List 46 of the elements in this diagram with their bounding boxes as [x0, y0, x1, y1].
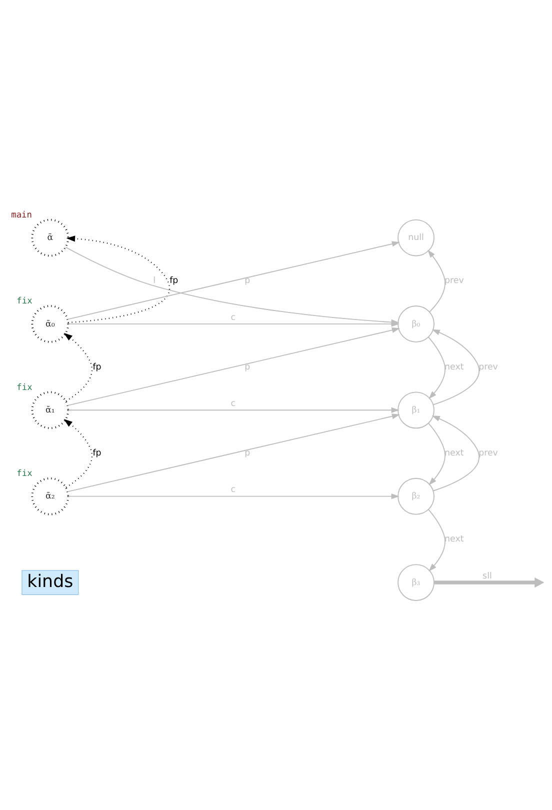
arrow: [66, 235, 170, 323]
edge-label: next: [444, 362, 464, 372]
arrow: [64, 332, 93, 402]
arrow: [428, 336, 446, 399]
arrow: [67, 413, 400, 492]
edge-label: sll: [482, 570, 492, 581]
node-circle: β₀: [398, 305, 434, 342]
edge-label: prev: [478, 448, 498, 458]
arrow: [428, 249, 446, 312]
edge-label: p: [244, 448, 250, 458]
edge-label: fp: [170, 276, 178, 286]
edge-label: p: [244, 362, 250, 372]
node-label: main: [11, 210, 32, 220]
node-box: kinds: [22, 570, 79, 594]
arrow: [64, 418, 93, 488]
node-circle: ᾱ₀: [31, 304, 70, 342]
arrow: [434, 577, 544, 588]
edge-label: l: [153, 276, 156, 286]
node-circle: null: [398, 218, 434, 256]
arrow: [432, 328, 480, 405]
edge-label: c: [230, 484, 236, 495]
edge-label: p: [244, 276, 250, 286]
edge-label: c: [230, 398, 236, 408]
edge-label: prev: [444, 276, 464, 286]
node-circle: ᾱ₂: [31, 476, 70, 515]
node-circle: β₁: [398, 391, 434, 428]
edge-label: fp: [92, 362, 102, 372]
node-label: fix: [16, 382, 32, 392]
edge-label: fp: [92, 448, 102, 458]
edge-label: next: [444, 448, 464, 458]
node-circle: β₃: [398, 564, 434, 600]
node-label: fix: [16, 296, 32, 306]
edge-label: next: [444, 534, 464, 544]
arrow: [428, 508, 446, 571]
arrow: [67, 326, 400, 406]
arrow: [432, 415, 480, 491]
arrow: [68, 320, 400, 326]
node-circle: β₂: [398, 477, 434, 514]
edge-label: prev: [478, 362, 498, 372]
arrow: [428, 422, 446, 485]
arrow: [68, 406, 400, 412]
node-circle: ᾱ₁: [31, 390, 70, 429]
node-circle: ᾱ: [31, 218, 70, 256]
arrow: [68, 493, 400, 499]
edge-label: c: [230, 312, 236, 322]
node-label: fix: [16, 468, 32, 479]
